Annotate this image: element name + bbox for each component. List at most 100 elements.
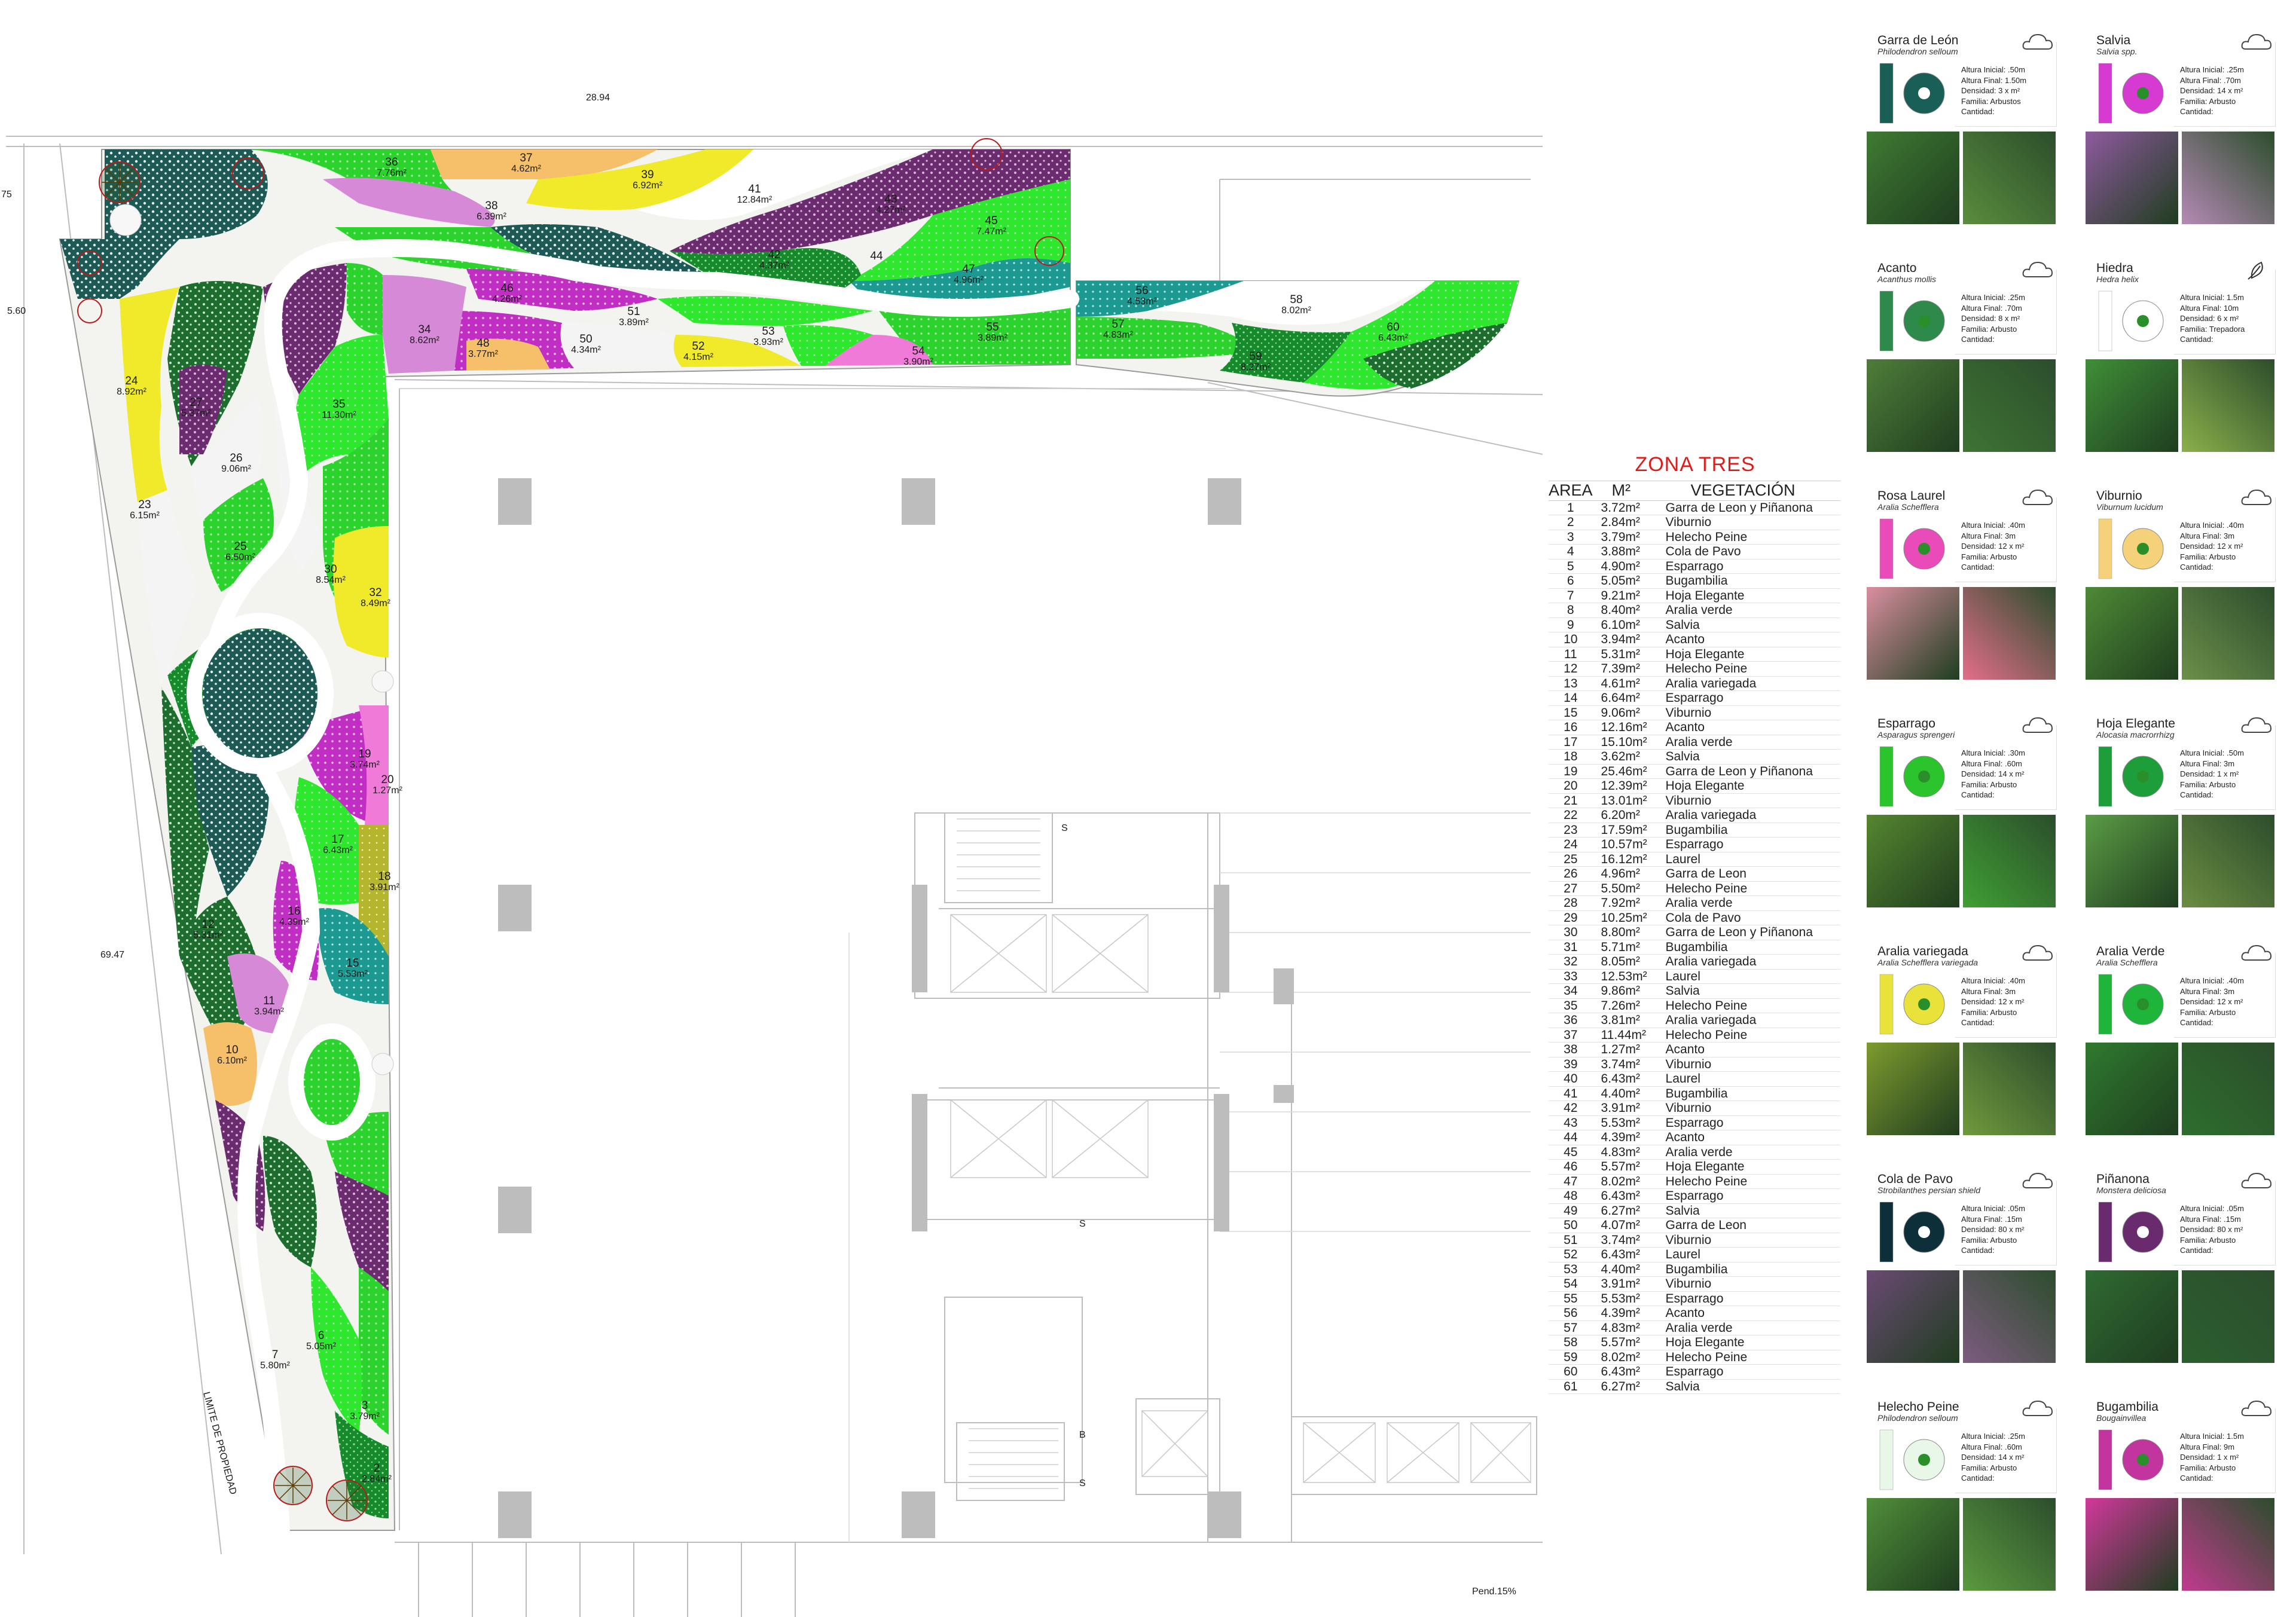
zone <box>359 825 389 956</box>
zone <box>466 338 550 371</box>
size-cell: 3.91m² <box>1592 1276 1661 1292</box>
vegetation-cell: Hoja Elegante <box>1660 778 1840 794</box>
spec-line: Altura Final: 1.50m <box>1961 75 2027 85</box>
area-size: 4.62m² <box>511 164 541 174</box>
spec-line: Cantidad: <box>2180 335 2213 344</box>
area-cell: 13 <box>1549 676 1593 691</box>
zone <box>227 953 293 1034</box>
plant-symbol <box>1879 746 1945 807</box>
vegetation-cell: Esparrago <box>1660 1188 1840 1204</box>
size-cell: 3.91m² <box>1592 1101 1661 1116</box>
table-header: AREA M² VEGETACIÓN <box>1549 481 1840 501</box>
plant-symbol <box>1879 291 1945 351</box>
vegetation-cell: Garra de Leon y Piñanona <box>1660 764 1840 779</box>
area-cell: 51 <box>1549 1233 1593 1248</box>
zone <box>333 526 389 658</box>
scientific-name: Aralia Schefflera <box>2096 958 2158 967</box>
plant-symbol <box>1879 63 1945 124</box>
size-cell: 3.94m² <box>1592 632 1661 647</box>
spec-line: Altura Inicial: .40m <box>2180 521 2244 530</box>
vegetation-cell: Bugambilia <box>1660 573 1840 589</box>
vegetation-cell: Esparrago <box>1660 1364 1840 1380</box>
area-cell: 39 <box>1549 1057 1593 1072</box>
zone <box>526 149 753 210</box>
vegetation-cell: Aralia verde <box>1660 735 1840 750</box>
cloud-icon <box>2240 1396 2273 1420</box>
spec-line: Cantidad: <box>2180 563 2213 571</box>
area-number: 53 <box>762 325 774 338</box>
area-cell: 1 <box>1549 500 1593 515</box>
scientific-name: Monstera deliciosa <box>2096 1185 2166 1195</box>
zone <box>293 335 389 478</box>
area-number: 46 <box>500 282 513 295</box>
zone <box>347 263 383 335</box>
spec-line: Altura Inicial: .25m <box>2180 65 2244 74</box>
size-cell: 10.25m² <box>1592 910 1661 925</box>
dimension-label: 69.47 <box>100 950 124 960</box>
area-number: 3 <box>362 1399 368 1412</box>
spec-line: Familia: Trepadora <box>2180 324 2245 334</box>
vegetation-cell: Hoja Elegante <box>1660 1335 1840 1350</box>
walkway <box>204 239 1079 1539</box>
stair-mark: B <box>1079 1430 1086 1440</box>
vegetation-cell: Esparrago <box>1660 559 1840 574</box>
spec-line: Familia: Arbusto <box>2180 1463 2236 1472</box>
area-number: 27 <box>190 396 202 409</box>
area-cell: 49 <box>1549 1203 1593 1218</box>
card-border <box>2275 1181 2276 1266</box>
card-border <box>2174 809 2276 810</box>
spec-line: Densidad: 12 x m² <box>1961 997 2025 1006</box>
area-number: 34 <box>418 323 431 336</box>
size-cell: 5.05m² <box>1592 573 1661 589</box>
area-size: 8.62m² <box>410 335 439 346</box>
vegetation-cell: Helecho Peine <box>1660 661 1840 677</box>
vegetation-cell: Helecho Peine <box>1660 998 1840 1013</box>
area-number: 38 <box>485 200 497 212</box>
area-number: 6 <box>318 1329 325 1342</box>
plant-photo <box>2086 815 2178 907</box>
spec-line: Densidad: 6 x m² <box>2180 314 2239 323</box>
size-cell: 4.39m² <box>1592 1130 1661 1145</box>
spec-line: Altura Inicial: .25m <box>1961 293 2025 302</box>
structural-columns <box>498 478 1294 1538</box>
size-cell: 6.43m² <box>1592 1071 1661 1087</box>
vegetation-cell: Acanto <box>1660 1130 1840 1145</box>
area-number: 43 <box>884 193 897 206</box>
card-border <box>2056 953 2057 1038</box>
size-cell: 15.10m² <box>1592 735 1661 750</box>
area-number: 19 <box>358 748 371 760</box>
size-cell: 6.27m² <box>1592 1203 1661 1218</box>
zone <box>490 224 718 281</box>
spec-line: Familia: Arbusto <box>1961 552 2017 561</box>
spec-line: Altura Inicial: .30m <box>1961 748 2025 757</box>
zone <box>430 149 658 179</box>
area-number: 26 <box>230 452 242 464</box>
area-cell: 55 <box>1549 1291 1593 1306</box>
vegetation-cell: Salvia <box>1660 983 1840 999</box>
area-cell: 26 <box>1549 866 1593 882</box>
area-cell: 14 <box>1549 690 1593 706</box>
zone <box>634 149 933 220</box>
stairs <box>957 818 1058 1489</box>
spec-line: Altura Final: .15m <box>1961 1214 2022 1224</box>
size-cell: 5.53m² <box>1592 1115 1661 1130</box>
round-paver <box>371 1053 394 1075</box>
vegetation-cell: Salvia <box>1660 749 1840 765</box>
area-cell: 19 <box>1549 764 1593 779</box>
size-cell: 4.96m² <box>1592 866 1661 882</box>
card-border <box>2056 42 2057 127</box>
area-number: 2 <box>374 1462 380 1475</box>
area-number: 50 <box>579 333 592 346</box>
vegetation-cell: Aralia variegada <box>1660 954 1840 970</box>
